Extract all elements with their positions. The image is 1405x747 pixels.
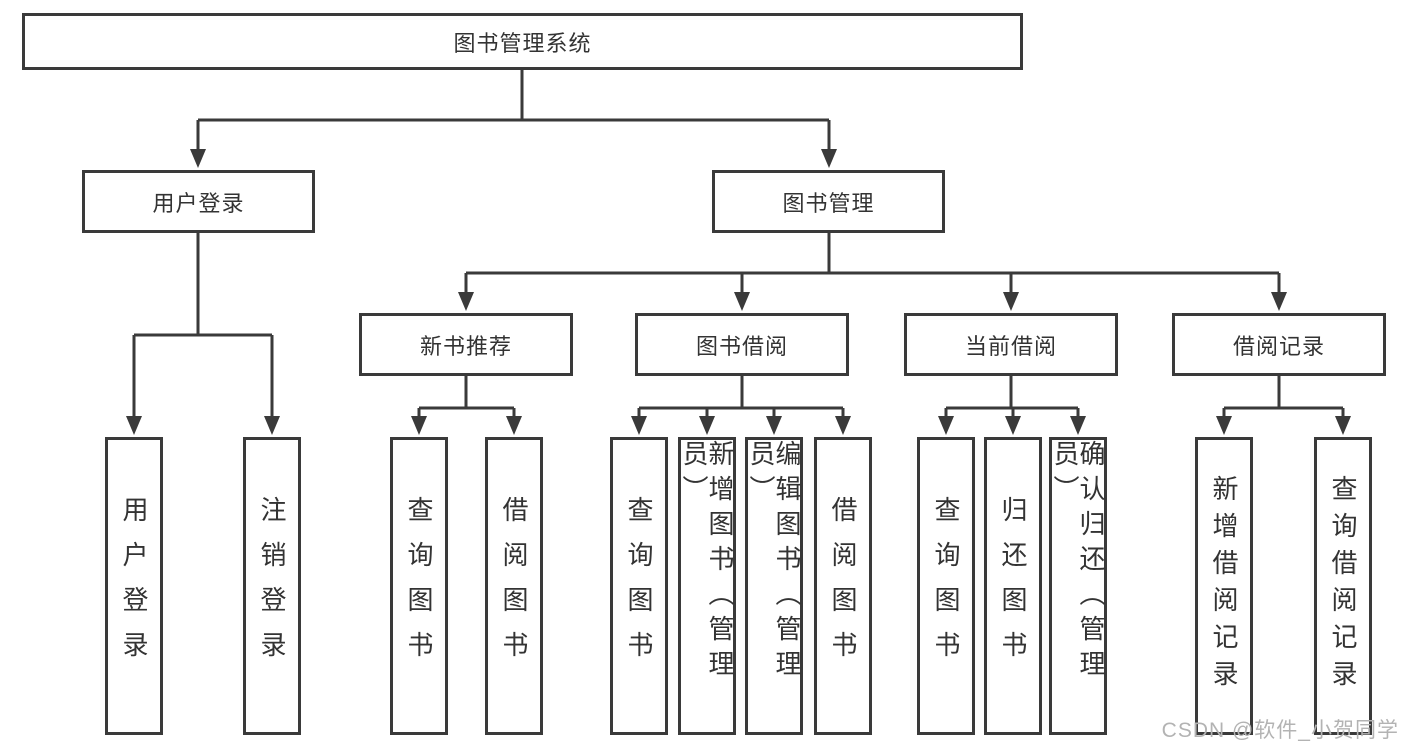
leaf-cb-return-books: 归还图书 [984, 437, 1042, 735]
node-library-system: 图书管理系统 [22, 13, 1023, 70]
arrow-down-icon [506, 416, 522, 435]
leaf-bb-query-books: 查询图书 [610, 437, 668, 735]
node-user-login: 用户登录 [82, 170, 315, 233]
node-book-management-label: 图书管理 [782, 190, 875, 216]
arrow-down-icon [1335, 416, 1351, 435]
leaf-cb-confirm-return-admin: 确认归还（管理员） [1049, 437, 1107, 735]
leaf-nb-borrow-books-label: 借阅图书 [499, 496, 529, 676]
arrow-down-icon [1005, 416, 1021, 435]
arrow-down-icon [938, 416, 954, 435]
arrow-down-icon [1271, 292, 1287, 311]
leaf-br-add-record-label: 新增借阅记录 [1209, 475, 1239, 697]
leaf-bb-add-books-admin-label: 新增图书（管理员） [679, 440, 735, 685]
node-new-book-recommend: 新书推荐 [359, 313, 573, 376]
node-book-borrow: 图书借阅 [635, 313, 849, 376]
leaf-cb-query-books-label: 查询图书 [931, 496, 961, 676]
arrow-down-icon [835, 416, 851, 435]
leaf-nb-query-books-label: 查询图书 [404, 496, 434, 676]
arrow-down-icon [411, 416, 427, 435]
arrow-down-icon [1216, 416, 1232, 435]
arrow-down-icon [699, 416, 715, 435]
node-new-book-recommend-label: 新书推荐 [419, 333, 512, 359]
leaf-user-login: 用户登录 [105, 437, 163, 735]
node-borrow-records: 借阅记录 [1172, 313, 1386, 376]
leaf-user-login-label: 用户登录 [119, 496, 149, 676]
leaf-bb-borrow-books-label: 借阅图书 [828, 496, 858, 676]
leaf-bb-edit-books-admin: 编辑图书（管理员） [745, 437, 803, 735]
arrow-down-icon [821, 149, 837, 168]
leaf-bb-borrow-books: 借阅图书 [814, 437, 872, 735]
arrow-down-icon [1070, 416, 1086, 435]
leaf-bb-query-books-label: 查询图书 [624, 496, 654, 676]
leaf-br-query-record: 查询借阅记录 [1314, 437, 1372, 735]
leaf-cb-query-books: 查询图书 [917, 437, 975, 735]
node-book-borrow-label: 图书借阅 [695, 333, 788, 359]
node-current-borrow: 当前借阅 [904, 313, 1118, 376]
leaf-bb-edit-books-admin-label: 编辑图书（管理员） [746, 440, 802, 685]
leaf-logout-label: 注销登录 [257, 496, 287, 676]
arrow-down-icon [1003, 292, 1019, 311]
node-book-management: 图书管理 [712, 170, 945, 233]
node-library-system-label: 图书管理系统 [453, 30, 592, 56]
connector-lines [132, 70, 1345, 417]
leaf-bb-add-books-admin: 新增图书（管理员） [678, 437, 736, 735]
arrow-down-icon [126, 416, 142, 435]
node-user-login-label: 用户登录 [152, 190, 245, 216]
arrow-down-icon [766, 416, 782, 435]
arrow-down-icon [734, 292, 750, 311]
leaf-logout: 注销登录 [243, 437, 301, 735]
node-borrow-records-label: 借阅记录 [1232, 333, 1325, 359]
arrowhead-icons [126, 149, 1351, 435]
arrow-down-icon [631, 416, 647, 435]
leaf-cb-confirm-return-admin-label: 确认归还（管理员） [1050, 440, 1106, 685]
node-current-borrow-label: 当前借阅 [964, 333, 1057, 359]
leaf-nb-borrow-books: 借阅图书 [485, 437, 543, 735]
leaf-nb-query-books: 查询图书 [390, 437, 448, 735]
csdn-watermark: CSDN @软件_小贺同学 [1161, 719, 1399, 742]
leaf-cb-return-books-label: 归还图书 [998, 496, 1028, 676]
leaf-br-add-record: 新增借阅记录 [1195, 437, 1253, 735]
arrow-down-icon [458, 292, 474, 311]
leaf-br-query-record-label: 查询借阅记录 [1328, 475, 1358, 697]
arrow-down-icon [264, 416, 280, 435]
arrow-down-icon [190, 149, 206, 168]
